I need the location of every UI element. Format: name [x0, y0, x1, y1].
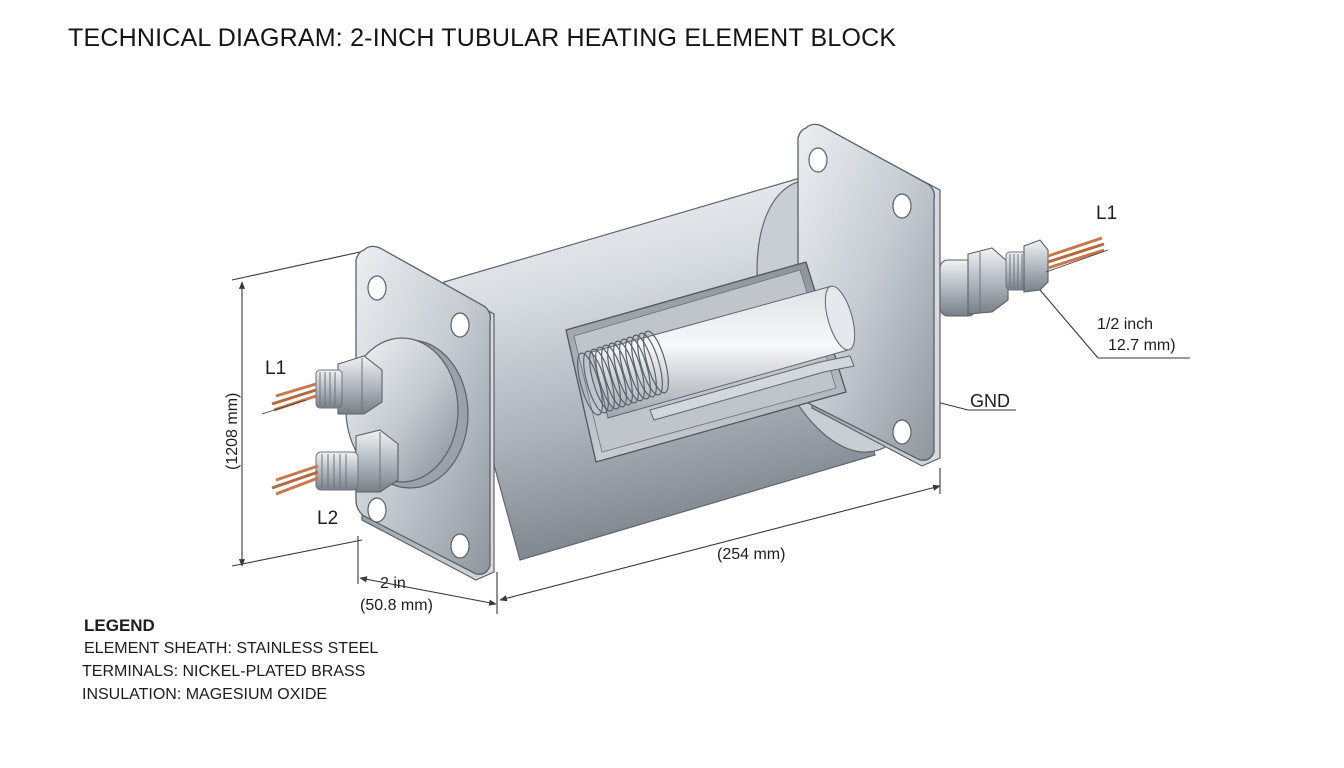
label-l1-right: L1	[1096, 203, 1117, 224]
legend-item-sheath: ELEMENT SHEATH: STAINLESS STEEL	[84, 640, 379, 657]
label-l2-left: L2	[317, 508, 338, 529]
label-l1-left: L1	[265, 358, 286, 379]
label-diameter-inches: 2 in	[380, 575, 406, 592]
label-thread-inches: 1/2 inch	[1097, 316, 1153, 333]
resistance-coil	[577, 330, 669, 416]
legend-heading: LEGEND	[84, 616, 155, 635]
label-length-dimension: (254 mm)	[717, 546, 785, 563]
ground-wire	[649, 355, 855, 421]
left-terminal-l1	[261, 355, 383, 415]
label-gnd: GND	[970, 391, 1010, 411]
legend-item-terminals: TERMINALS: NICKEL-PLATED BRASS	[82, 663, 366, 680]
cutaway-section	[565, 261, 856, 463]
diagram-title: TECHNICAL DIAGRAM: 2-INCH TUBULAR HEATIN…	[68, 24, 897, 52]
legend-item-insulation: INSULATION: MAGESIUM OXIDE	[82, 686, 328, 703]
label-thread-mm: 12.7 mm)	[1108, 337, 1176, 354]
legend: LEGEND ELEMENT SHEATH: STAINLESS STEEL T…	[82, 614, 379, 706]
left-terminal-l2	[271, 429, 399, 496]
label-diameter-mm: (50.8 mm)	[360, 597, 433, 614]
label-height-dimension: (1208 mm)	[224, 393, 241, 470]
right-terminal	[939, 236, 1109, 317]
